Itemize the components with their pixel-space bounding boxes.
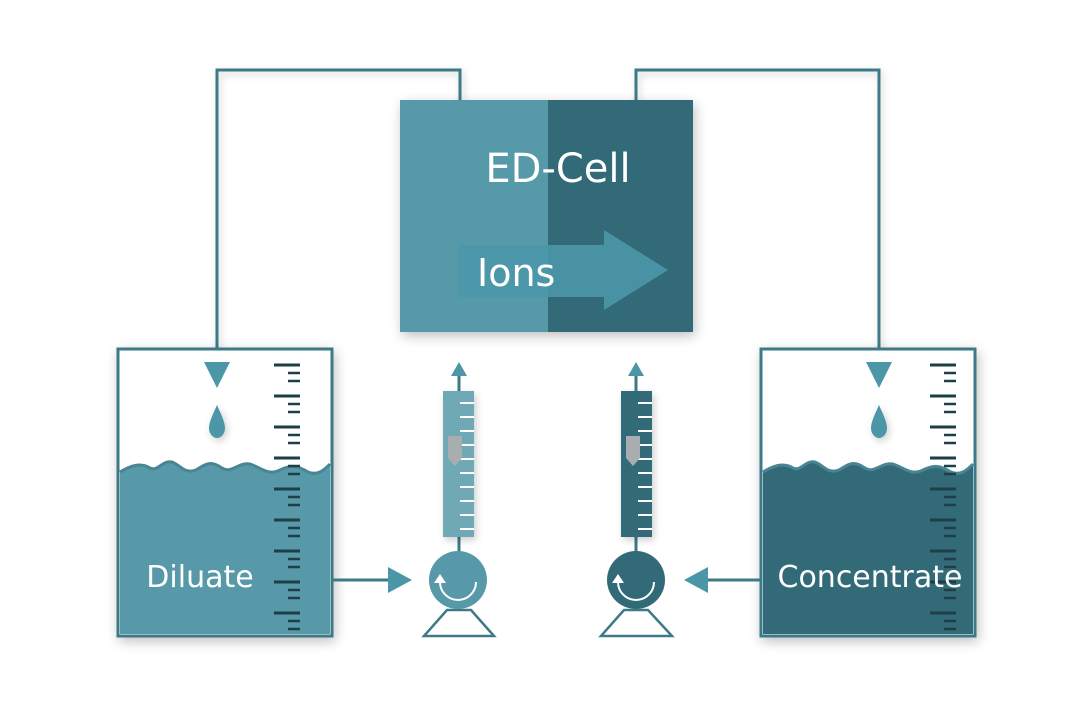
- concentrate-pump: [607, 551, 665, 609]
- flow-arrow-left-icon: [684, 567, 708, 593]
- flow-arrow-right-icon: [388, 567, 412, 593]
- concentrate-tank: Concentrate: [759, 347, 977, 638]
- rotation-arrow-icon: [439, 581, 477, 601]
- rotation-arrow-icon: [617, 581, 655, 601]
- concentrate-label: Concentrate: [778, 560, 963, 595]
- concentrate-scale: [930, 363, 956, 631]
- ed-cell-label: ED-Cell: [485, 146, 630, 192]
- pipe-diluate-to-pump: [332, 567, 412, 593]
- pipe-diluate-return: [215, 68, 462, 362]
- up-arrow-icon: [451, 362, 467, 376]
- pump-stand: [598, 608, 675, 638]
- ed-cell: [400, 100, 693, 332]
- diluate-liquid: [120, 461, 330, 634]
- concentrate-liquid: [763, 461, 973, 634]
- up-arrow-icon: [628, 362, 644, 376]
- diluate-label: Diluate: [146, 560, 253, 595]
- diluate-flow-meter: [443, 391, 474, 537]
- ions-label: Ions: [477, 251, 555, 295]
- pipe-concentrate-to-pump: [684, 567, 761, 593]
- diluate-inlet-arrow-icon: [204, 362, 230, 388]
- flow-meter-indicator-icon: [626, 436, 640, 466]
- diluate-pump-assembly: [421, 362, 497, 638]
- concentrate-flow-meter: [621, 391, 652, 537]
- ed-cell-dilute-chamber: [400, 100, 548, 332]
- water-drop-icon: [209, 405, 225, 438]
- pipe-concentrate-return: [634, 68, 881, 362]
- diluate-scale: [274, 363, 300, 631]
- diluate-pump: [429, 551, 487, 609]
- ions-arrow-icon: [458, 230, 668, 310]
- water-drop-icon: [871, 405, 887, 438]
- pump-stand: [421, 608, 497, 638]
- ions-arrow: Ions: [458, 230, 668, 310]
- concentrate-pump-assembly: [598, 362, 675, 638]
- flow-meter-indicator-icon: [448, 436, 462, 466]
- diluate-tank: Diluate: [116, 347, 334, 638]
- concentrate-inlet-arrow-icon: [866, 362, 892, 388]
